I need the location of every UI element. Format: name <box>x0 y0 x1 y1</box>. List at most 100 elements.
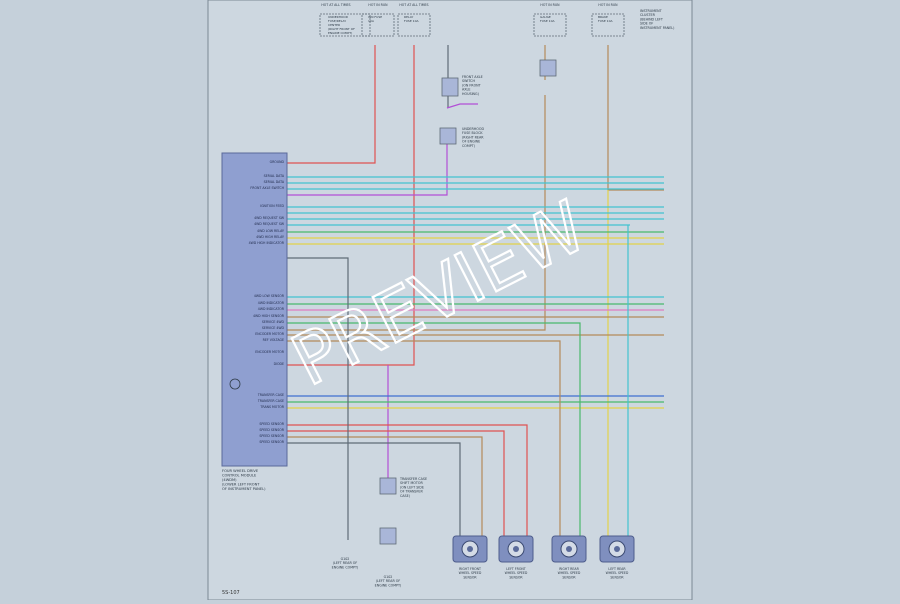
top-block-title: HOT IN RUN <box>598 3 618 7</box>
module-pin-label: TRANSFER CASE <box>257 393 284 397</box>
transfer-case-motor-label: TRANSFER CASE <box>399 477 427 481</box>
module-pin-label: GROUND <box>270 160 285 164</box>
sensor-label: WHEEL SPEED <box>606 571 629 575</box>
module-pin-label: SPEED SENSOR <box>259 428 284 432</box>
power-wire-red <box>287 45 376 164</box>
sensor-label: RIGHT FRONT <box>459 567 481 571</box>
instrument-cluster-label: INSTRUMENT PANEL) <box>640 26 674 30</box>
instrument-cluster-label: INSTRUMENT <box>640 9 663 13</box>
transfer-case-motor-label: CASE) <box>400 494 410 498</box>
sensor-wire <box>287 322 581 540</box>
top-block-title: HOT AT ALL TIMES <box>321 3 350 7</box>
module-pin-label: ENCODER MOTOR <box>255 350 285 354</box>
top-block-title: HOT AT ALL TIMES <box>399 3 428 7</box>
junction-block-label: COMPT) <box>462 144 475 148</box>
sensor-core <box>513 546 519 552</box>
module-pin-label: 4WD HIGH SENSOR <box>253 314 285 318</box>
fuse-block-text: GAUGE <box>540 15 551 19</box>
module-pin-label: 4WD INDICATOR <box>258 301 285 305</box>
front-axle-switch-label: AXLE <box>462 88 470 92</box>
module-pin-label: 4WD LOW SENSOR <box>254 294 285 298</box>
module-pin-label: SERIAL DATA <box>264 180 285 184</box>
module-pin-label: SPEED SENSOR <box>259 440 284 444</box>
fuse-block-text: FUSE 10A <box>404 19 419 23</box>
module-pin-label: SPEED SENSOR <box>259 434 284 438</box>
fuse-block-text: FUSE 10A <box>540 19 555 23</box>
module-label: CONTROL MODULE <box>222 474 257 478</box>
fuse-block <box>319 13 371 37</box>
module-pin-label: SERVICE 4WD <box>262 320 285 324</box>
sensor-wire <box>287 436 483 540</box>
transfer-case-motor-label: OF TRANSFER <box>400 490 424 494</box>
fuse-block <box>361 13 395 37</box>
ground-wire <box>287 257 349 500</box>
transfer-case-motor-label: SHIFT MOTOR <box>400 481 423 485</box>
fuse-block-text: BRAKE <box>598 15 608 19</box>
sensor-label: SENSOR <box>509 575 523 579</box>
sensor-label: SENSOR <box>463 575 477 579</box>
junction-block-label: OF ENGINE <box>462 140 480 144</box>
sensor-label: SENSOR <box>562 575 576 579</box>
instrument-cluster-label: SIDE OF <box>640 22 653 26</box>
sensor-label: SENSOR <box>610 575 624 579</box>
fuse-block <box>397 13 431 37</box>
transfer-case-motor-label: (ON LEFT SIDE <box>400 485 424 489</box>
fuse-block-text: FUSE/RELAY <box>328 19 346 23</box>
module-pin-label: FRONT AXLE SWITCH <box>250 186 284 190</box>
fuse-block-text: CENTER <box>328 23 340 27</box>
fuse-block-text: UNDERHOOD <box>328 15 349 19</box>
ground-label: G102 <box>384 575 393 579</box>
control-module-box <box>221 152 288 467</box>
gauge-connector <box>539 59 557 77</box>
switch-signal-wire <box>287 135 448 196</box>
front-axle-switch-label: (ON FRONT <box>462 83 482 87</box>
top-block-title: HOT IN RUN <box>368 3 388 7</box>
module-pin-label: 4WD LOW RELAY <box>257 229 284 233</box>
module-pin-label: SPEED SENSOR <box>259 422 284 426</box>
sensor-label: RIGHT REAR <box>559 567 579 571</box>
module-pin-label: TRANSFER CASE <box>257 399 284 403</box>
sensor-wire <box>287 430 505 540</box>
module-pin-label: SERIAL DATA <box>264 174 285 178</box>
module-pin-label: SERVICE 4WD <box>262 326 285 330</box>
module-pin-label: REF VOLTAGE <box>263 338 284 342</box>
module-pin-label: 4WD REQUEST SW <box>254 216 285 220</box>
fuse-block <box>591 13 625 37</box>
module-pin-label: ENCODER MOTOR <box>255 332 285 336</box>
junction-block-label: FUSE BLOCK <box>462 131 483 135</box>
switch-signal-wire <box>446 103 478 109</box>
module-pin-label: 4WD HIGH RELAY <box>256 235 284 239</box>
module-label: (LOWER LEFT FRONT <box>222 483 260 487</box>
top-block-title: HOT IN RUN <box>540 3 560 7</box>
ground-connector <box>379 527 397 545</box>
fuse-block-text: 10A <box>368 19 375 23</box>
sheet-id: 5S-107 <box>222 590 240 596</box>
module-pin-label: 4WD REQUEST SW <box>254 222 285 226</box>
front-axle-switch-label: HOUSING) <box>462 92 479 96</box>
module-label: (4WDM) <box>222 478 237 482</box>
gauge-feed-wire <box>287 95 546 331</box>
fuse-block-text: RELAY <box>404 15 414 19</box>
sensor-core <box>566 546 572 552</box>
junction-block-label: UNDERHOOD <box>462 127 484 131</box>
sensor-wire <box>287 424 528 540</box>
ground-label: (LEFT REAR OF <box>376 579 401 583</box>
ground-label: ENGINE COMPT) <box>375 583 402 587</box>
ground-label: (LEFT REAR OF <box>333 561 358 565</box>
sensor-label: LEFT FRONT <box>506 567 525 571</box>
fuse-block-text: (RIGHT FRONT OF <box>328 27 355 31</box>
sensor-label: WHEEL SPEED <box>558 571 581 575</box>
sensor-label: LEFT REAR <box>608 567 626 571</box>
sensor-label: WHEEL SPEED <box>505 571 528 575</box>
diode-symbol <box>229 378 241 390</box>
fuse-block-text: ENGINE COMPT) <box>328 31 352 35</box>
diagram-sheet <box>207 0 693 601</box>
power-wire-red <box>287 45 415 366</box>
sensor-label: WHEEL SPEED <box>459 571 482 575</box>
label-layer: GROUND SERIAL DATA SERIAL DATA FRONT AXLE S… <box>222 3 674 587</box>
module-pin-label: 4WD INDICATOR <box>258 307 285 311</box>
ground-label: ENGINE COMPT) <box>332 565 359 569</box>
module-pin-label: TRANS MOTOR <box>259 405 284 409</box>
